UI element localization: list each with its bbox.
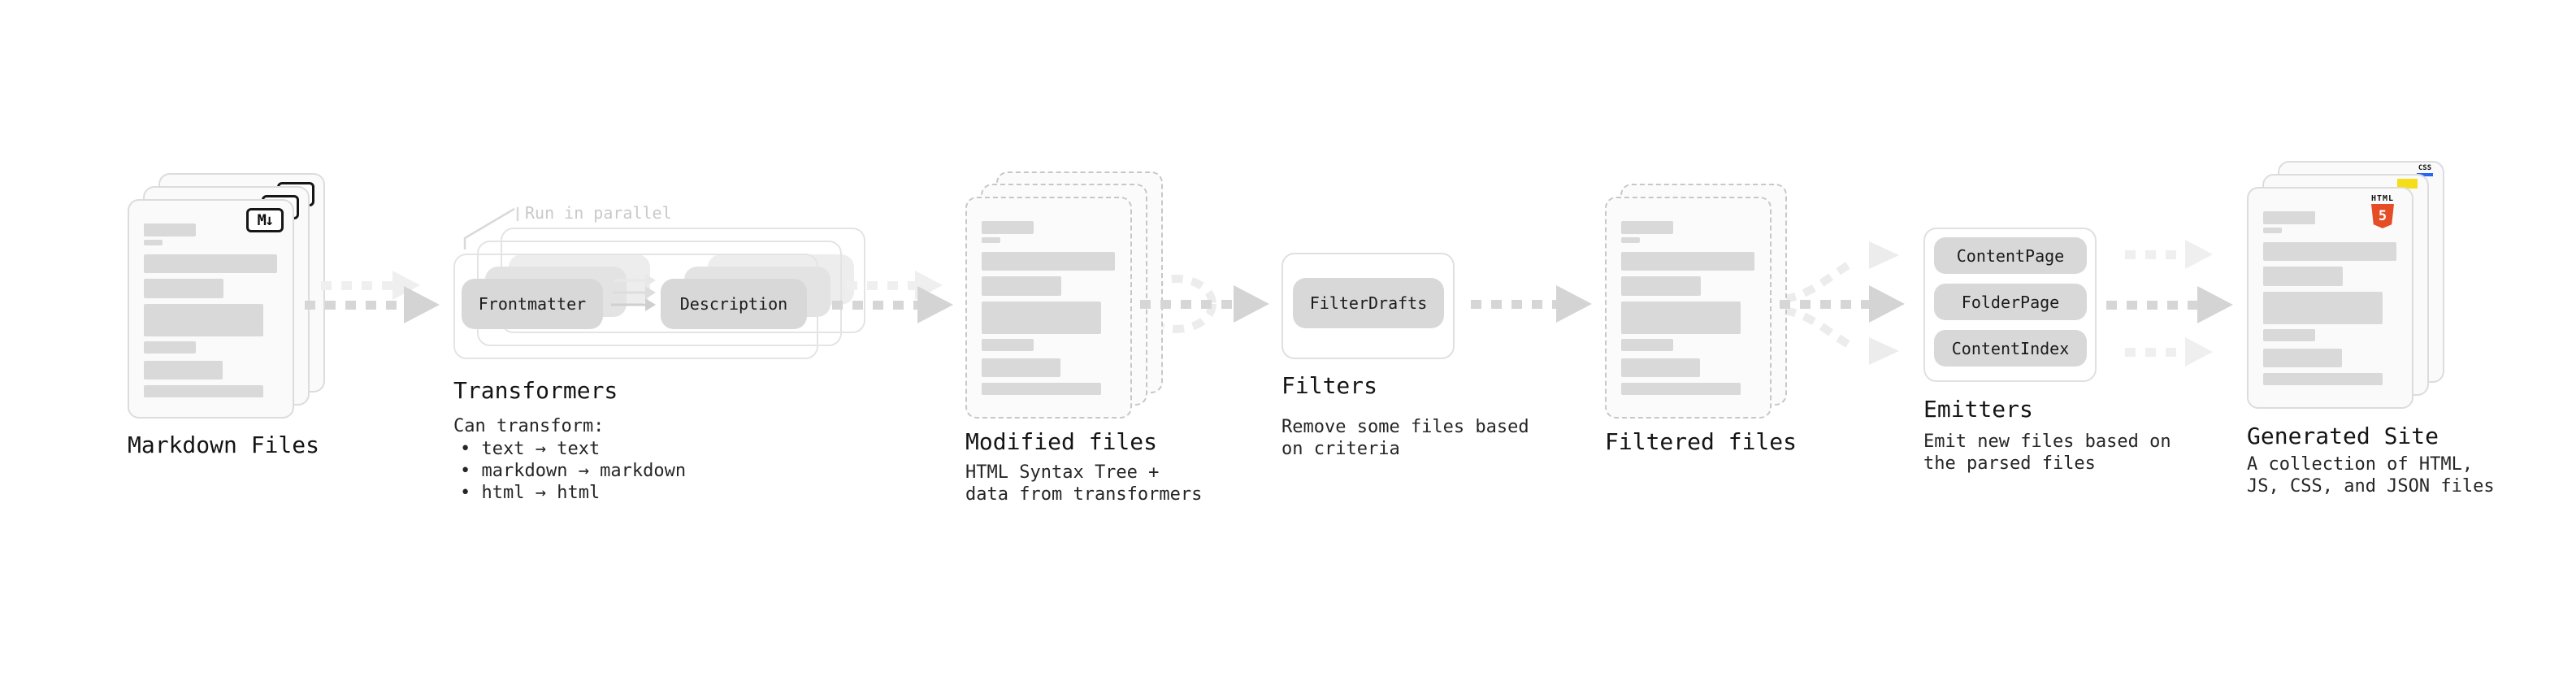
doc-bar xyxy=(2263,373,2383,385)
markdown-icon: M↓ xyxy=(246,208,284,232)
markdown-file-card-front: M↓ xyxy=(128,199,294,419)
doc-bar xyxy=(1621,276,1701,296)
stage-title-filtered-files: Filtered files xyxy=(1605,428,1798,455)
transformer-pill-frontmatter: Frontmatter xyxy=(462,279,603,329)
doc-bar xyxy=(1621,221,1673,234)
doc-bar xyxy=(2263,349,2342,367)
emitter-pill-contentindex: ContentIndex xyxy=(1934,330,2087,367)
doc-bar xyxy=(1621,339,1673,351)
doc-bar xyxy=(982,339,1034,351)
modified-file-card-front xyxy=(965,197,1132,419)
doc-bar xyxy=(2263,267,2343,286)
generated-site-desc: A collection of HTML, JS, CSS, and JSON … xyxy=(2247,454,2495,497)
dashed-arrow-icon xyxy=(305,286,440,323)
doc-bar xyxy=(982,237,1000,243)
doc-content-placeholder xyxy=(1621,221,1754,395)
doc-bar xyxy=(2263,242,2396,261)
doc-bar xyxy=(1621,252,1754,271)
html5-badge-number: 5 xyxy=(2378,207,2387,224)
filtered-file-card-front xyxy=(1605,197,1772,419)
doc-bar xyxy=(982,383,1101,395)
doc-bar xyxy=(1621,301,1741,334)
run-in-parallel-note: Run in parallel xyxy=(525,203,672,223)
stage-title-generated-site: Generated Site xyxy=(2247,423,2439,449)
doc-bar xyxy=(144,361,223,380)
doc-content-placeholder xyxy=(144,223,277,397)
doc-bar xyxy=(2263,228,2282,233)
doc-bar xyxy=(1621,383,1741,395)
emitter-pill-contentpage: ContentPage xyxy=(1934,237,2087,274)
doc-bar xyxy=(144,304,263,336)
js-icon xyxy=(2397,179,2418,189)
css-badge-text: CSS xyxy=(2418,164,2432,172)
transformer-layer-outline-front xyxy=(453,254,818,359)
doc-bar xyxy=(982,358,1060,377)
html5-icon: HTML 5 xyxy=(2364,195,2401,228)
css-icon: CSS xyxy=(2417,165,2433,176)
loop-icon xyxy=(1140,285,1269,323)
doc-bar xyxy=(144,341,196,354)
emitters-desc: Emit new files based on the parsed files xyxy=(1923,432,2171,474)
dashed-arrow-icon xyxy=(832,286,953,323)
dashed-arrow-icon xyxy=(2106,286,2233,323)
modified-files-desc: HTML Syntax Tree + data from transformer… xyxy=(965,462,1203,505)
dashed-arrow-icon xyxy=(2125,240,2213,269)
dashed-arrow-icon xyxy=(2125,337,2213,367)
html5-badge-text: HTML xyxy=(2370,194,2395,203)
doc-content-placeholder xyxy=(2263,211,2396,385)
doc-bar xyxy=(2263,211,2315,224)
transformers-bullet: • text → text xyxy=(460,439,601,459)
stage-title-modified-files: Modified files xyxy=(965,428,1158,455)
doc-bar xyxy=(144,385,263,397)
transformers-bullet: • html → html xyxy=(460,483,601,503)
transformer-pill-description: Description xyxy=(661,279,807,329)
doc-bar xyxy=(144,240,163,245)
doc-bar xyxy=(982,221,1034,234)
filters-desc: Remove some files based on criteria xyxy=(1281,417,1529,459)
doc-bar xyxy=(1621,358,1700,377)
markdown-badge-text: M↓ xyxy=(257,211,275,229)
doc-bar xyxy=(982,252,1115,271)
fork-icon xyxy=(1780,285,1905,323)
emitter-pill-folderpage: FolderPage xyxy=(1934,284,2087,320)
doc-bar xyxy=(144,223,196,236)
doc-bar xyxy=(1621,237,1640,243)
stage-title-filters: Filters xyxy=(1281,372,1378,399)
transformers-desc: Can transform: xyxy=(453,416,605,436)
doc-bar xyxy=(144,279,223,298)
stage-title-markdown-files: Markdown Files xyxy=(128,432,320,458)
doc-bar xyxy=(982,301,1101,334)
stage-title-emitters: Emitters xyxy=(1923,396,2033,423)
doc-content-placeholder xyxy=(982,221,1115,395)
doc-bar xyxy=(982,276,1061,296)
stage-title-transformers: Transformers xyxy=(453,377,618,404)
filter-pill-filterdrafts: FilterDrafts xyxy=(1293,278,1444,328)
doc-bar xyxy=(2263,292,2383,324)
generated-card-html: HTML 5 xyxy=(2247,187,2413,409)
dashed-arrow-icon xyxy=(1471,285,1592,323)
doc-bar xyxy=(2263,329,2315,341)
doc-bar xyxy=(144,254,277,273)
transformers-bullet: • markdown → markdown xyxy=(460,461,687,481)
